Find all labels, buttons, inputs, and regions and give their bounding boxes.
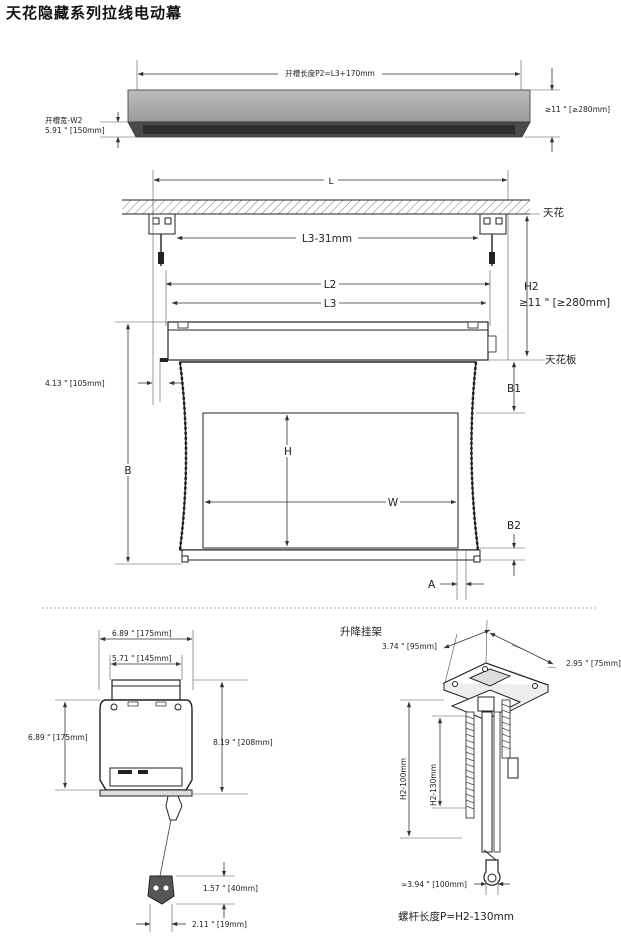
ceiling-label: 天花 [543, 206, 564, 219]
dim-W: W [388, 497, 399, 509]
dim-w100: ≈3.94 " [100mm] [401, 880, 467, 889]
left-hanger [148, 213, 176, 266]
dim-w175: 6.89 " [175mm] [112, 629, 172, 638]
dim-H: H [284, 446, 292, 458]
dim-w95: 3.74 " [95mm] [382, 642, 437, 651]
threaded-rod-right [501, 699, 519, 779]
housing-top-block [111, 679, 181, 701]
ceiling-slab [122, 200, 530, 214]
dim-L: L [328, 177, 333, 187]
threaded-rod-left [465, 711, 475, 819]
dim-w145: 5.71 " [145mm] [112, 654, 172, 663]
dim-L3: L3 [324, 298, 337, 310]
side-view: 6.89 " [175mm] 5.71 " [145mm] 6.89 " [17… [28, 629, 273, 932]
dim-h2-130: H2-130mm [429, 764, 438, 806]
dim-w19: 2.11 " [19mm] [192, 920, 247, 929]
dim-h2-100: H2-100mm [399, 758, 408, 800]
screen-viewing-area [202, 412, 459, 549]
dim-L2: L2 [324, 279, 337, 291]
dim-B1: B1 [507, 383, 521, 395]
ceiling-board-label: 天花板 [545, 353, 577, 366]
dim-w75: 2.95 " [75mm] [566, 659, 621, 668]
bracket-view: 升降挂架 3.74 " [95mm] 2.95 " [75mm] [340, 619, 621, 923]
slot-housing [127, 89, 531, 123]
dim-B: B [124, 465, 131, 477]
top-height-label: ≥11 " [≥280mm] [545, 105, 610, 114]
dim-h40: 1.57 " [40mm] [203, 884, 258, 893]
dim-B2: B2 [507, 520, 521, 532]
pull-handle [165, 795, 183, 821]
bracket-title: 升降挂架 [340, 625, 382, 638]
rod-length-label: 螺杆长度P=H2-130mm [398, 910, 514, 923]
screen-housing [167, 321, 489, 361]
front-view: L 天花 L3-31mm H2 ≥11 " [≥280mm] L2 [45, 170, 610, 600]
dim-h208: 8.19 " [208mm] [213, 738, 273, 747]
dim-left-105: 4.13 " [105mm] [45, 379, 105, 388]
dim-H2: H2 [524, 281, 539, 293]
bottom-bar [181, 549, 481, 561]
dim-L3-31: L3-31mm [302, 233, 352, 245]
lift-column [481, 711, 493, 853]
dim-h175: 6.89 " [175mm] [28, 733, 88, 742]
slot-width-label: 开槽宽-W2 [45, 115, 83, 125]
page-title: 天花隐藏系列拉线电动幕 [6, 4, 183, 22]
dim-H2-value: ≥11 " [≥280mm] [519, 297, 610, 309]
slot-length-label: 开槽长度P2=L3+170mm [285, 68, 375, 78]
top-view: 开槽长度P2=L3+170mm 开槽宽-W2 5.91 " [150mm] ≥1… [45, 60, 610, 152]
right-hanger [479, 213, 507, 266]
pull-knob [147, 875, 175, 905]
slot-width-value: 5.91 " [150mm] [45, 126, 105, 135]
dim-A: A [428, 579, 436, 591]
